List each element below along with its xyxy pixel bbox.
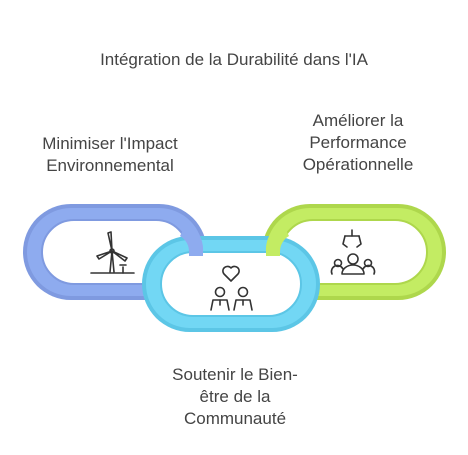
- label-environment: Minimiser l'Impact Environnemental: [20, 133, 200, 177]
- label-community: Soutenir le Bien- être de la Communauté: [150, 364, 320, 430]
- label-line: Opérationnelle: [302, 155, 414, 174]
- community-icon: [210, 265, 253, 311]
- label-line: Soutenir le Bien-: [172, 365, 298, 384]
- chain-link-community: [142, 236, 320, 332]
- label-line: Minimiser l'Impact: [42, 134, 178, 153]
- label-line: Améliorer la: [312, 111, 404, 130]
- wind-turbine-icon: [90, 231, 135, 274]
- chain-interlock-right: [265, 222, 289, 256]
- label-line: Environnemental: [46, 156, 174, 175]
- label-line: Communauté: [183, 409, 287, 428]
- robot-arm-icon: [330, 229, 376, 275]
- chain-interlock-left: [180, 222, 204, 256]
- diagram-title: Intégration de la Durabilité dans l'IA: [100, 50, 368, 69]
- label-line: être de la: [199, 387, 271, 406]
- label-performance: Améliorer la Performance Opérationnelle: [268, 110, 448, 176]
- label-line: Performance: [309, 133, 407, 152]
